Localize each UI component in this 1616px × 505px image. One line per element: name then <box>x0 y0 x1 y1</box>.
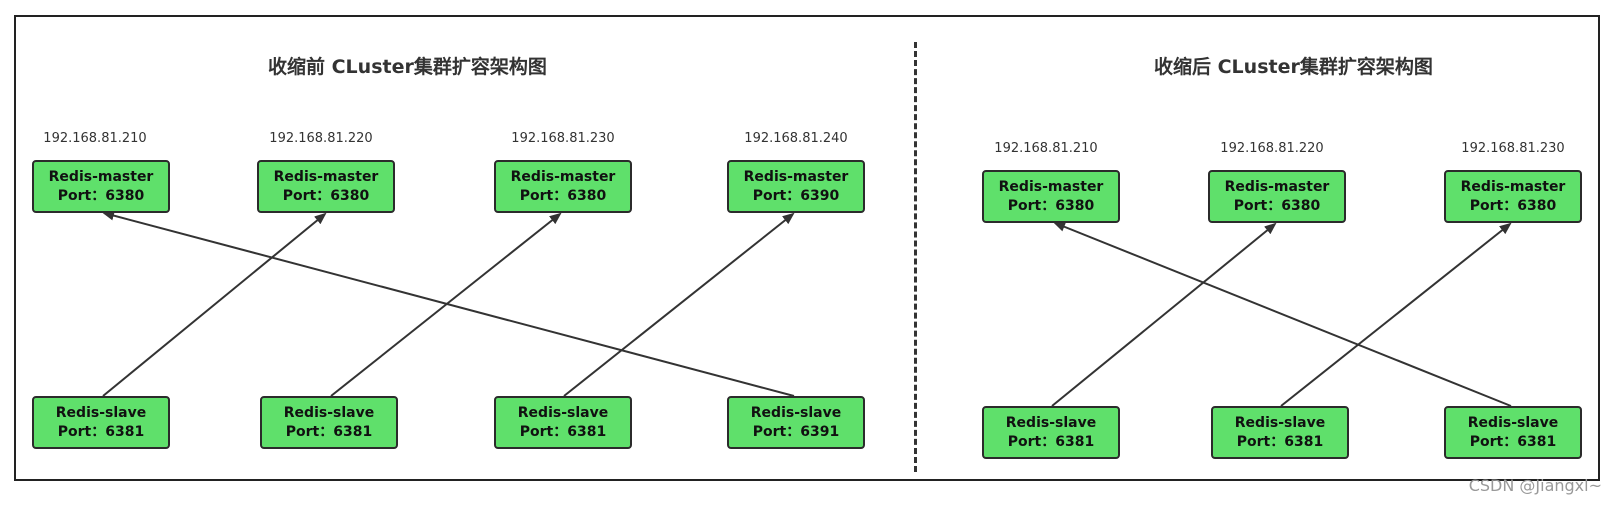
right-master-3-node: Redis-master Port：6380 <box>1444 170 1582 223</box>
arrow-left-slave4-to-master1 <box>102 210 795 397</box>
left-slave-2-node: Redis-slave Port：6381 <box>260 396 398 449</box>
node-port: Port：6381 <box>57 423 145 440</box>
arrow-right-slave3-to-master1 <box>1053 222 1512 407</box>
left-master-1-node: Redis-master Port：6380 <box>32 160 170 213</box>
node-port: Port：6380 <box>1007 197 1095 214</box>
left-master-1-ip: 192.168.81.210 <box>43 131 147 146</box>
node-role: Redis-slave <box>1005 414 1097 431</box>
left-master-2-node: Redis-master Port：6380 <box>257 160 395 213</box>
node-port: Port：6380 <box>519 187 607 204</box>
node-role: Redis-master <box>48 168 154 185</box>
node-role: Redis-slave <box>1234 414 1326 431</box>
node-port: Port：6381 <box>1236 433 1324 450</box>
right-slave-3-node: Redis-slave Port：6381 <box>1444 406 1582 459</box>
node-port: Port：6381 <box>519 423 607 440</box>
right-master-3-ip: 192.168.81.230 <box>1461 141 1565 156</box>
left-master-4-node: Redis-master Port：6390 <box>727 160 865 213</box>
arrow-left-slave1-to-master2 <box>102 212 327 397</box>
node-port: Port：6381 <box>1007 433 1095 450</box>
left-panel-title: 收缩前 CLuster集群扩容架构图 <box>268 56 547 78</box>
node-role: Redis-slave <box>750 404 842 421</box>
right-master-1-ip: 192.168.81.210 <box>994 141 1098 156</box>
node-role: Redis-master <box>1460 178 1566 195</box>
left-slave-4-node: Redis-slave Port：6391 <box>727 396 865 449</box>
panel-divider <box>914 42 917 472</box>
node-port: Port：6391 <box>752 423 840 440</box>
node-role: Redis-master <box>998 178 1104 195</box>
left-master-2-ip: 192.168.81.220 <box>269 131 373 146</box>
node-role: Redis-master <box>510 168 616 185</box>
right-panel-title: 收缩后 CLuster集群扩容架构图 <box>1154 56 1433 78</box>
node-port: Port：6390 <box>752 187 840 204</box>
left-slave-3-node: Redis-slave Port：6381 <box>494 396 632 449</box>
node-port: Port：6380 <box>1233 197 1321 214</box>
node-role: Redis-slave <box>283 404 375 421</box>
node-port: Port：6381 <box>285 423 373 440</box>
node-port: Port：6381 <box>1469 433 1557 450</box>
node-role: Redis-master <box>743 168 849 185</box>
arrow-left-slave3-to-master4 <box>563 212 795 397</box>
node-role: Redis-slave <box>55 404 147 421</box>
node-role: Redis-slave <box>1467 414 1559 431</box>
right-master-2-node: Redis-master Port：6380 <box>1208 170 1346 223</box>
node-role: Redis-master <box>273 168 379 185</box>
node-port: Port：6380 <box>1469 197 1557 214</box>
left-master-3-ip: 192.168.81.230 <box>511 131 615 146</box>
right-master-1-node: Redis-master Port：6380 <box>982 170 1120 223</box>
node-port: Port：6380 <box>57 187 145 204</box>
right-master-2-ip: 192.168.81.220 <box>1220 141 1324 156</box>
right-slave-1-node: Redis-slave Port：6381 <box>982 406 1120 459</box>
arrow-left-slave2-to-master3 <box>330 212 562 397</box>
arrow-right-slave2-to-master3 <box>1280 222 1512 407</box>
node-port: Port：6380 <box>282 187 370 204</box>
diagram-frame <box>14 15 1600 481</box>
watermark: CSDN @Jiangxl~ <box>1468 476 1602 495</box>
node-role: Redis-master <box>1224 178 1330 195</box>
arrow-right-slave1-to-master2 <box>1051 222 1277 407</box>
right-slave-2-node: Redis-slave Port：6381 <box>1211 406 1349 459</box>
left-slave-1-node: Redis-slave Port：6381 <box>32 396 170 449</box>
left-master-3-node: Redis-master Port：6380 <box>494 160 632 213</box>
node-role: Redis-slave <box>517 404 609 421</box>
left-master-4-ip: 192.168.81.240 <box>744 131 848 146</box>
